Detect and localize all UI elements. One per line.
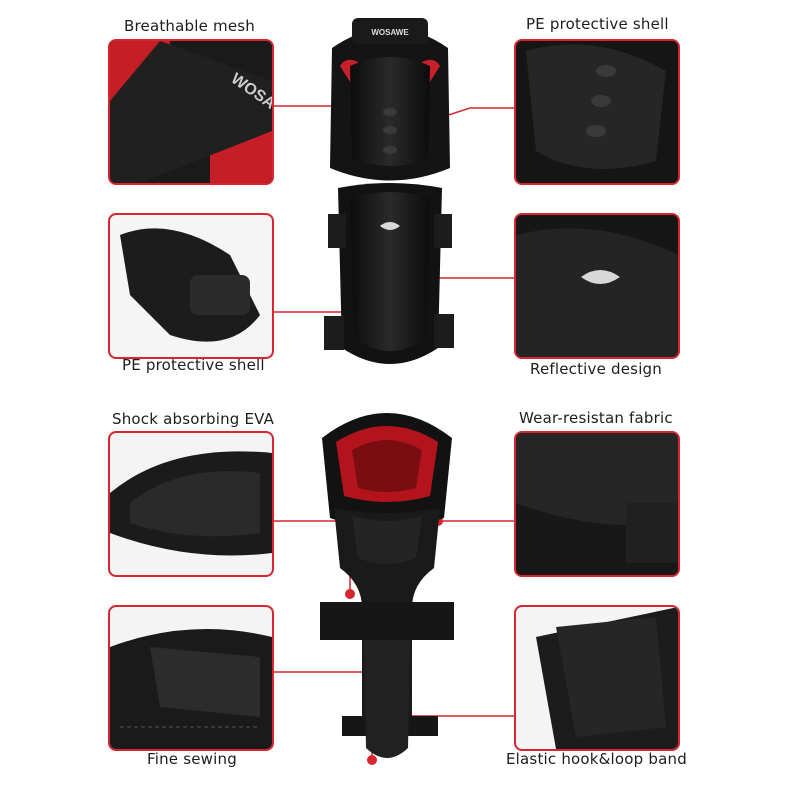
marker-dot xyxy=(367,755,377,765)
label-pe-shell-top: PE protective shell xyxy=(526,15,669,33)
label-elastic-band: Elastic hook&loop band xyxy=(506,750,687,768)
detail-panel-pe-shell-left xyxy=(108,213,274,359)
pe-shell-side-image xyxy=(110,215,272,357)
label-pe-shell-left: PE protective shell xyxy=(122,356,265,374)
brand-logo-text: WOSAWE xyxy=(371,28,409,37)
band-detail-image xyxy=(516,607,678,749)
fabric-detail-image xyxy=(516,433,678,575)
detail-panel-wear-resistant xyxy=(514,431,680,577)
knee-guard-front-image: WOSAWE xyxy=(324,18,454,364)
marker-dot xyxy=(345,589,355,599)
detail-panel-reflective xyxy=(514,213,680,359)
pe-shell-detail-image xyxy=(516,41,678,183)
mesh-detail-image: WOSAWE xyxy=(110,41,272,183)
label-breathable-mesh: Breathable mesh xyxy=(124,17,255,35)
detail-panel-elastic-band xyxy=(514,605,680,751)
label-shock-absorbing-eva: Shock absorbing EVA xyxy=(112,410,275,428)
detail-panel-pe-shell-top xyxy=(514,39,680,185)
eva-detail-image xyxy=(110,433,272,575)
detail-panel-breathable-mesh: WOSAWE xyxy=(108,39,274,185)
knee-guard-inner-image xyxy=(320,413,454,758)
sewing-detail-image xyxy=(110,607,272,749)
label-wear-resistant-fabric: Wear-resistan fabric xyxy=(519,409,673,427)
label-fine-sewing: Fine sewing xyxy=(147,750,237,768)
reflective-detail-image xyxy=(516,215,678,357)
detail-panel-fine-sewing xyxy=(108,605,274,751)
label-reflective-design: Reflective design xyxy=(530,360,662,378)
detail-panel-eva xyxy=(108,431,274,577)
